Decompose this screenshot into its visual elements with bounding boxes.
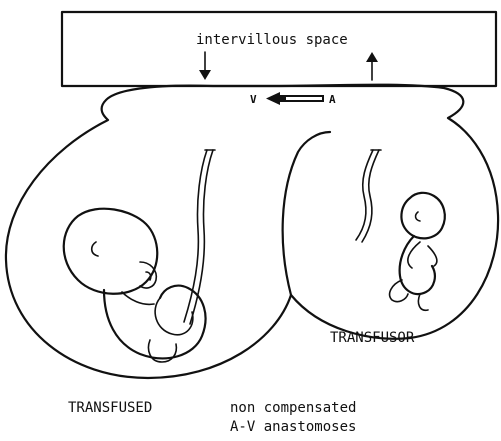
anastomosis-arrow-icon bbox=[266, 92, 324, 105]
sac-septum bbox=[283, 132, 330, 295]
arrow-down-icon bbox=[199, 52, 211, 80]
transfusor-label: TRANSFUSOR bbox=[330, 330, 415, 346]
note-line-1: non compensated bbox=[230, 400, 356, 416]
note-line-2: A-V anastomoses bbox=[230, 419, 356, 435]
artery-marker: A bbox=[329, 93, 336, 106]
arrow-up-icon bbox=[366, 52, 378, 80]
intervillous-space-label: intervillous space bbox=[196, 32, 348, 48]
vein-marker: V bbox=[250, 93, 257, 106]
large-fetus bbox=[64, 209, 206, 362]
umbilical-cord-right bbox=[356, 150, 381, 242]
placenta-outline bbox=[6, 85, 498, 378]
transfused-label: TRANSFUSED bbox=[68, 400, 152, 416]
intervillous-space-box bbox=[62, 12, 496, 86]
small-fetus bbox=[390, 193, 445, 311]
